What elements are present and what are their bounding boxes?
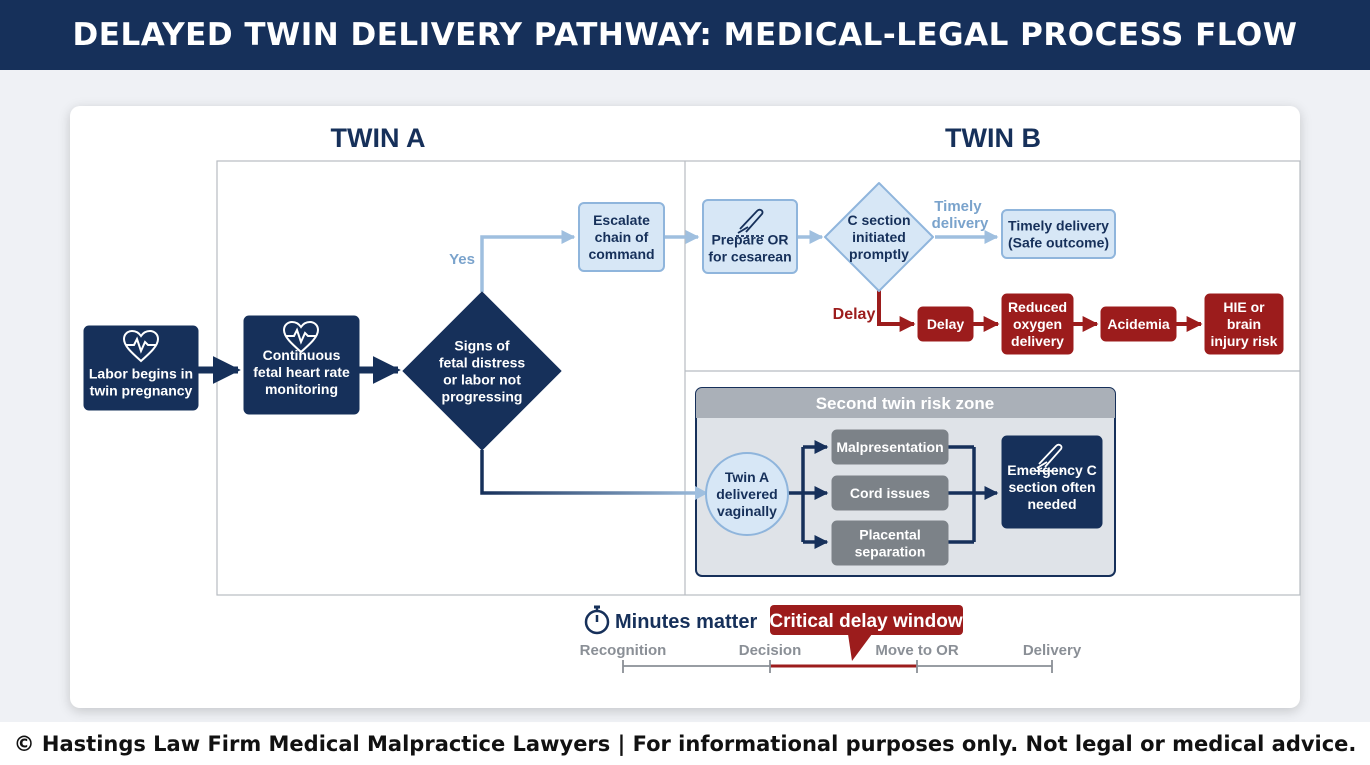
node-shape — [243, 315, 360, 415]
timeline-stage-decision: Decision — [739, 642, 802, 659]
node-acidemia: Acidemia — [1100, 306, 1177, 342]
column-header-twin-a: TWIN A — [331, 123, 426, 153]
node-shape — [402, 291, 562, 451]
timeline-ticks — [622, 660, 1053, 673]
node-shape — [831, 429, 949, 465]
heart-monitor-icon — [122, 329, 160, 363]
node-shape — [831, 520, 949, 566]
header-title: DELAYED TWIN DELIVERY PATHWAY: MEDICAL-L… — [0, 0, 1370, 70]
node-shape — [824, 182, 934, 292]
timeline-stage-delivery: Delivery — [1023, 642, 1082, 659]
timeline: Minutes matter Critical delay window Rec… — [580, 605, 1082, 673]
arrow-decision-to-twin-a-delivered — [480, 450, 705, 495]
node-shape — [1100, 306, 1177, 342]
critical-window-label: Critical delay window — [769, 611, 962, 632]
column-header-twin-b: TWIN B — [945, 123, 1041, 153]
node-label: Timely delivery(Safe outcome) — [1008, 218, 1109, 251]
risk-zone-title: Second twin risk zone — [816, 394, 995, 413]
node-label: Malpresentation — [836, 439, 943, 455]
node-shape — [917, 306, 974, 342]
arrow-yes-to-escalate — [480, 230, 576, 292]
arrowhead-twin-a-delivered — [695, 486, 708, 500]
edge-label-yes: Yes — [449, 251, 475, 268]
edge-label-delay: Delay — [833, 306, 876, 323]
node-shape — [1001, 293, 1074, 355]
footer-disclaimer: © Hastings Law Firm Medical Malpractice … — [13, 731, 1357, 756]
node-cord-issues: Cord issues — [831, 475, 949, 511]
node-label: Acidemia — [1107, 316, 1169, 332]
timeline-minutes-label: Minutes matter — [615, 611, 757, 633]
node-timely: Timely delivery(Safe outcome) — [1001, 209, 1116, 259]
connectors — [198, 230, 1203, 549]
stopwatch-icon — [584, 605, 610, 635]
edge-label-timely-delivery: Timely delivery — [932, 198, 989, 232]
heart-monitor-icon-2 — [282, 320, 320, 354]
arrow-csection-to-delay — [877, 290, 916, 332]
timeline-stage-recognition: Recognition — [580, 642, 667, 659]
node-label: Cord issues — [850, 485, 930, 501]
node-shape — [578, 202, 665, 272]
node-shape — [705, 452, 789, 536]
node-label: Delay — [927, 316, 965, 332]
critical-window-callout: Critical delay window — [769, 605, 963, 661]
node-shape — [831, 475, 949, 511]
node-shape — [702, 199, 798, 274]
node-delay: Delay — [917, 306, 974, 342]
scalpel-icon — [736, 208, 764, 237]
branch-to-risks — [788, 440, 829, 549]
node-shape — [1001, 209, 1116, 259]
node-shape — [83, 325, 199, 411]
node-shape — [1204, 293, 1284, 355]
scalpel-icon-2 — [1035, 443, 1063, 472]
node-malpresentation: Malpresentation — [831, 429, 949, 465]
node-shape — [1001, 435, 1103, 529]
timeline-stage-move-to-or: Move to OR — [875, 642, 959, 659]
merge-to-emergency — [948, 445, 999, 544]
